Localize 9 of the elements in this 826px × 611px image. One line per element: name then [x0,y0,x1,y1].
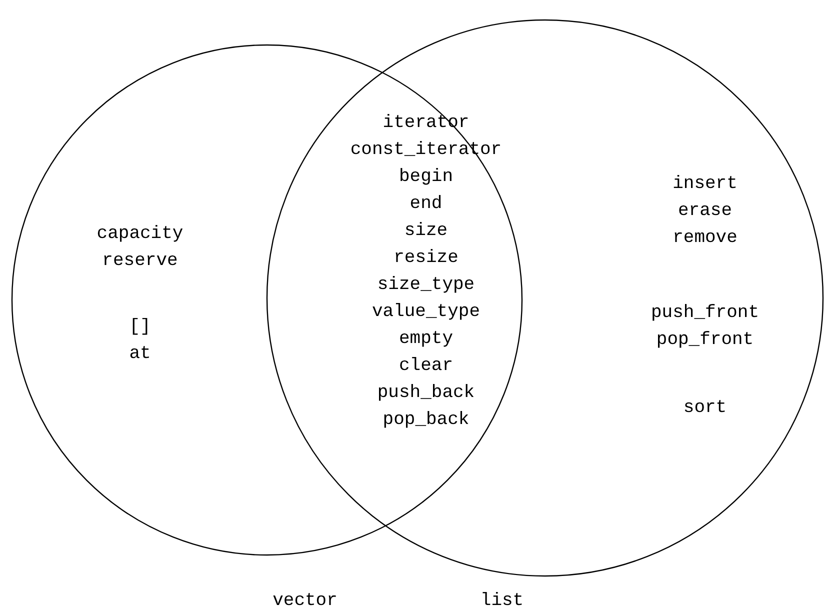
member-list: push_front pop_front [650,300,760,354]
set-circle [12,45,522,555]
member-list: capacity reserve [96,221,184,275]
member-list: [] at [129,314,151,368]
set-name: list [480,590,524,611]
set-circle [267,20,823,576]
set-name: vector [272,590,338,611]
member-list: sort [683,395,727,422]
member-list: insert erase remove [672,171,738,252]
